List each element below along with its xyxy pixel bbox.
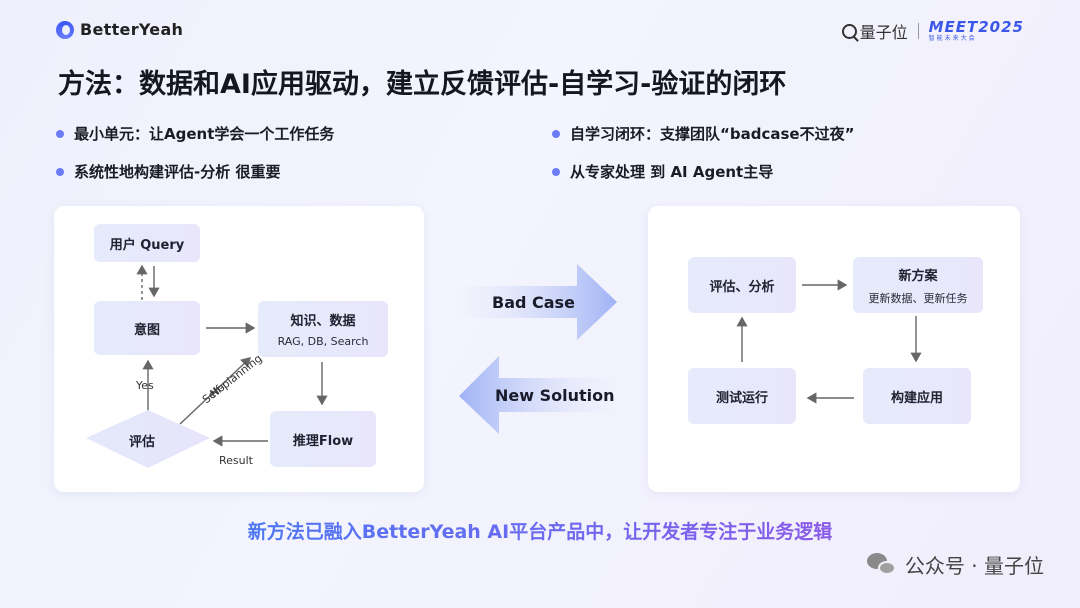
reasoning-label: 推理Flow [292,433,354,449]
new-solution-arrow-icon [459,356,617,434]
qbit-text: 量子位 [859,23,908,42]
bullet-text: 自学习闭环：支撑团队“badcase不过夜” [570,125,855,143]
bullet-right-1: 自学习闭环：支撑团队“badcase不过夜” [552,123,854,144]
watermark-text: 公众号 · 量子位 [904,554,1044,578]
divider [917,23,919,39]
bullet-text: 从专家处理 到 AI Agent主导 [570,163,774,181]
bullet-text: 系统性地构建评估-分析 很重要 [74,163,281,181]
user-query-label: 用户 Query [109,237,185,253]
build-app-label: 构建应用 [890,390,943,406]
partner-logos: 量子位 MEET2025 智能未来大会 [841,19,1024,43]
bad-case-label: Bad Case [492,293,575,312]
intent-label: 意图 [133,322,160,338]
right-diagram-connectors [736,279,922,404]
eval-diamond [86,410,210,468]
bullet-dot [552,167,560,176]
right-diagram-panel: 评估、分析 新方案 更新数据、更新任务 测试运行 构建应用 [648,206,1020,492]
bullet-left-1: 最小单元：让Agent学会一个工作任务 [56,123,334,144]
middle-arrows [455,264,617,434]
left-diagram-connectors [86,264,328,468]
knowledge-label: 知识、数据 [290,314,356,329]
wechat-icon [866,552,897,577]
new-plan-label: 新方案 [898,268,938,284]
bullet-left-2: 系统性地构建评估-分析 很重要 [56,161,280,182]
meet-subtitle: 智能未来大会 [928,35,977,42]
new-solution-label: New Solution [495,386,615,405]
meet-logo: MEET2025 智能未来大会 [929,20,1024,42]
eval-analysis-label: 评估、分析 [709,279,775,295]
result-label: Result [219,454,253,467]
knowledge-box: 知识、数据 RAG, DB, Search [258,301,388,357]
build-app-box: 构建应用 [863,368,971,424]
bad-case-arrow-icon [455,264,617,340]
eval-analysis-box: 评估、分析 [688,257,796,313]
logo-text: BetterYeah [80,20,184,39]
knowledge-sublabel: RAG, DB, Search [277,335,369,348]
bottom-tagline-text: 新方法已融入BetterYeah AI平台产品中，让开发者专注于业务逻辑 [247,521,833,543]
new-plan-sublabel: 更新数据、更新任务 [868,291,968,305]
brand-logo: BetterYeah [56,20,183,39]
reasoning-flow-box: 推理Flow [270,411,376,467]
logo-mark-icon [56,20,74,39]
qbit-logo: 量子位 [841,19,908,43]
intent-box: 意图 [94,301,200,355]
qbit-logo-icon [841,23,857,39]
meet-title: MEET2025 [928,18,1024,36]
test-run-label: 测试运行 [715,390,768,406]
bullet-dot [56,129,64,138]
new-plan-box: 新方案 更新数据、更新任务 [853,257,983,313]
page-title: 方法：数据和AI应用驱动，建立反馈评估-自学习-验证的闭环 [58,69,787,100]
bullet-text: 最小单元：让Agent学会一个工作任务 [74,125,335,143]
bullet-dot [552,129,560,138]
bullet-right-2: 从专家处理 到 AI Agent主导 [552,161,773,182]
bottom-tagline: 新方法已融入BetterYeah AI平台产品中，让开发者专注于业务逻辑 [0,517,1080,544]
test-run-box: 测试运行 [688,368,796,424]
bullet-dot [56,167,64,176]
yes-label: Yes [136,379,154,392]
eval-to-knowledge-arrow [179,357,252,425]
eval-label: 评估 [129,435,156,450]
user-query-box: 用户 Query [94,224,200,262]
left-diagram-panel: 用户 Query 意图 知识、数据 RAG, DB, Search 推理Flow… [54,206,424,492]
watermark: 公众号 · 量子位 [866,550,1044,579]
